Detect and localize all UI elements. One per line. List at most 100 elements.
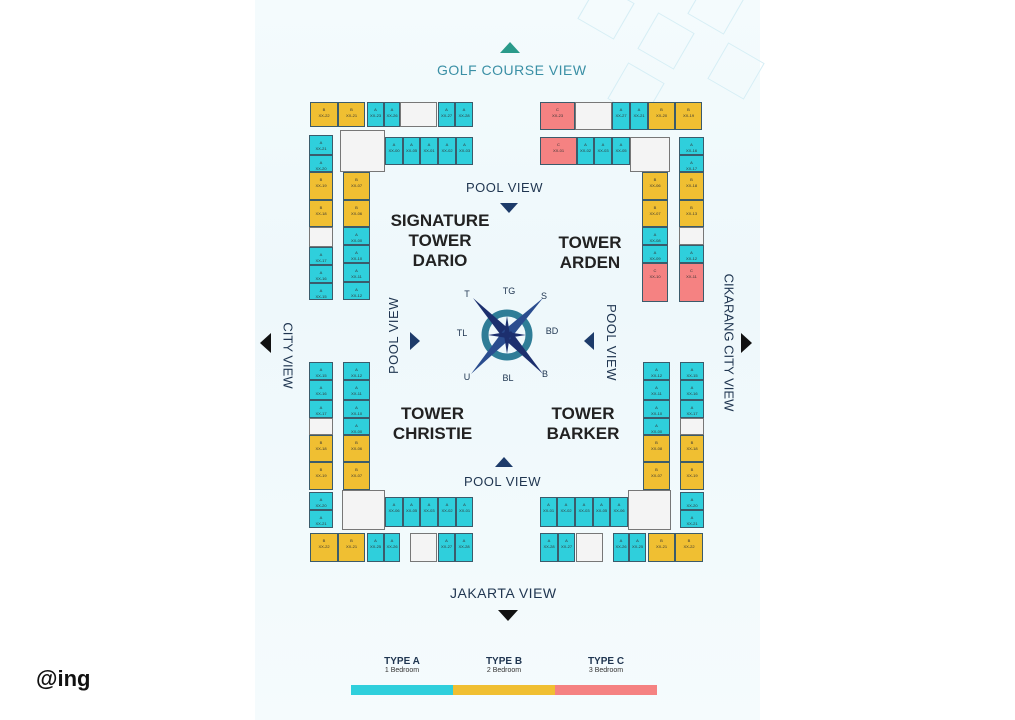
south-arrow-icon xyxy=(498,610,518,621)
unit-type: A xyxy=(637,107,641,112)
unit-code: XX-16 xyxy=(686,391,698,396)
tower-name-line: SIGNATURE xyxy=(390,211,490,230)
stair-core xyxy=(309,227,333,247)
unit-code: XX-07 xyxy=(650,473,663,478)
legend-items: TYPE A 1 Bedroom TYPE B 2 Bedroom TYPE C… xyxy=(351,656,657,674)
tower-name-line: ARDEN xyxy=(559,253,621,272)
